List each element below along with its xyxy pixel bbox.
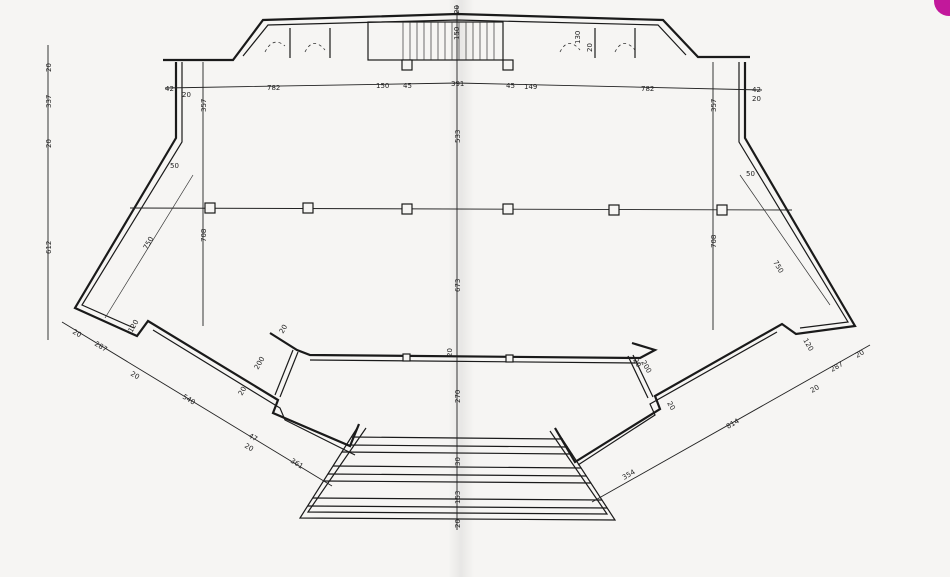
dim-label: 50 bbox=[746, 170, 755, 178]
dim-label: 20 bbox=[278, 323, 289, 335]
dim-label: 20 bbox=[243, 442, 255, 453]
dim-label: 708 bbox=[710, 235, 718, 248]
dim-label: 750 bbox=[771, 259, 785, 275]
dim-label: 153 bbox=[454, 491, 462, 504]
dim-label: 540 bbox=[181, 393, 197, 407]
dim-label: 354 bbox=[621, 468, 637, 482]
dim-label: 357 bbox=[710, 99, 718, 112]
column-row bbox=[129, 202, 793, 216]
dim-label: 20 bbox=[453, 5, 461, 14]
dim-label: 20 bbox=[454, 519, 462, 528]
dim-label: 50 bbox=[170, 162, 179, 170]
dim-label: 533 bbox=[454, 130, 462, 143]
dim-label: 612 bbox=[45, 241, 53, 254]
stage-front bbox=[269, 332, 658, 399]
dim-label: 42 bbox=[752, 86, 761, 94]
dim-label: 287 bbox=[829, 360, 845, 374]
dim-label: 120 bbox=[801, 337, 815, 353]
dim-label: 30 bbox=[454, 457, 462, 466]
dim-label: 708 bbox=[200, 229, 208, 242]
dim-label: 20 bbox=[71, 328, 83, 339]
front-stairs bbox=[298, 424, 617, 521]
dim-label: 20 bbox=[45, 63, 53, 72]
dimension-labels: 42 782 150 45 391 45 149 782 42 20 20 20… bbox=[45, 5, 866, 528]
dim-label: 361 bbox=[289, 457, 305, 471]
dim-label: 20 bbox=[446, 348, 454, 357]
dim-label: 673 bbox=[454, 279, 462, 292]
hall-walls bbox=[73, 62, 857, 466]
dim-label: 20 bbox=[809, 383, 821, 394]
dim-label: 20 bbox=[586, 43, 594, 52]
dim-label: 270 bbox=[454, 390, 462, 403]
dim-label: 20 bbox=[182, 91, 191, 99]
dim-label: 337 bbox=[45, 95, 53, 108]
dim-label: 42 bbox=[165, 85, 174, 93]
dim-label: 45 bbox=[403, 82, 412, 90]
dim-label: 750 bbox=[142, 235, 156, 251]
dim-label: 20 bbox=[665, 400, 676, 412]
dim-label: 287 bbox=[93, 340, 109, 354]
dim-label: 20 bbox=[854, 348, 866, 359]
dim-label: 782 bbox=[267, 84, 280, 92]
dim-label: 47 bbox=[247, 432, 259, 443]
dim-label: 782 bbox=[641, 85, 654, 93]
dim-label: 20 bbox=[237, 385, 248, 397]
dim-label: 150 bbox=[376, 82, 389, 90]
dim-label: 20 bbox=[129, 370, 141, 381]
dim-label: 150 bbox=[453, 27, 461, 40]
dim-label: 130 bbox=[574, 31, 582, 44]
dim-label: 200 bbox=[253, 355, 267, 371]
dim-label: 20 bbox=[752, 95, 761, 103]
page-fold-shadow bbox=[448, 0, 474, 577]
dim-label: 120 bbox=[127, 318, 141, 334]
dim-label: 357 bbox=[200, 99, 208, 112]
corner-marker bbox=[934, 0, 950, 16]
dim-label: 20 bbox=[631, 357, 642, 369]
service-block bbox=[163, 12, 750, 71]
dimension-lines bbox=[47, 5, 871, 530]
dim-label: 149 bbox=[524, 83, 537, 91]
dim-label: 20 bbox=[45, 139, 53, 148]
dim-label: 45 bbox=[506, 82, 515, 90]
dim-label: 391 bbox=[451, 80, 464, 88]
